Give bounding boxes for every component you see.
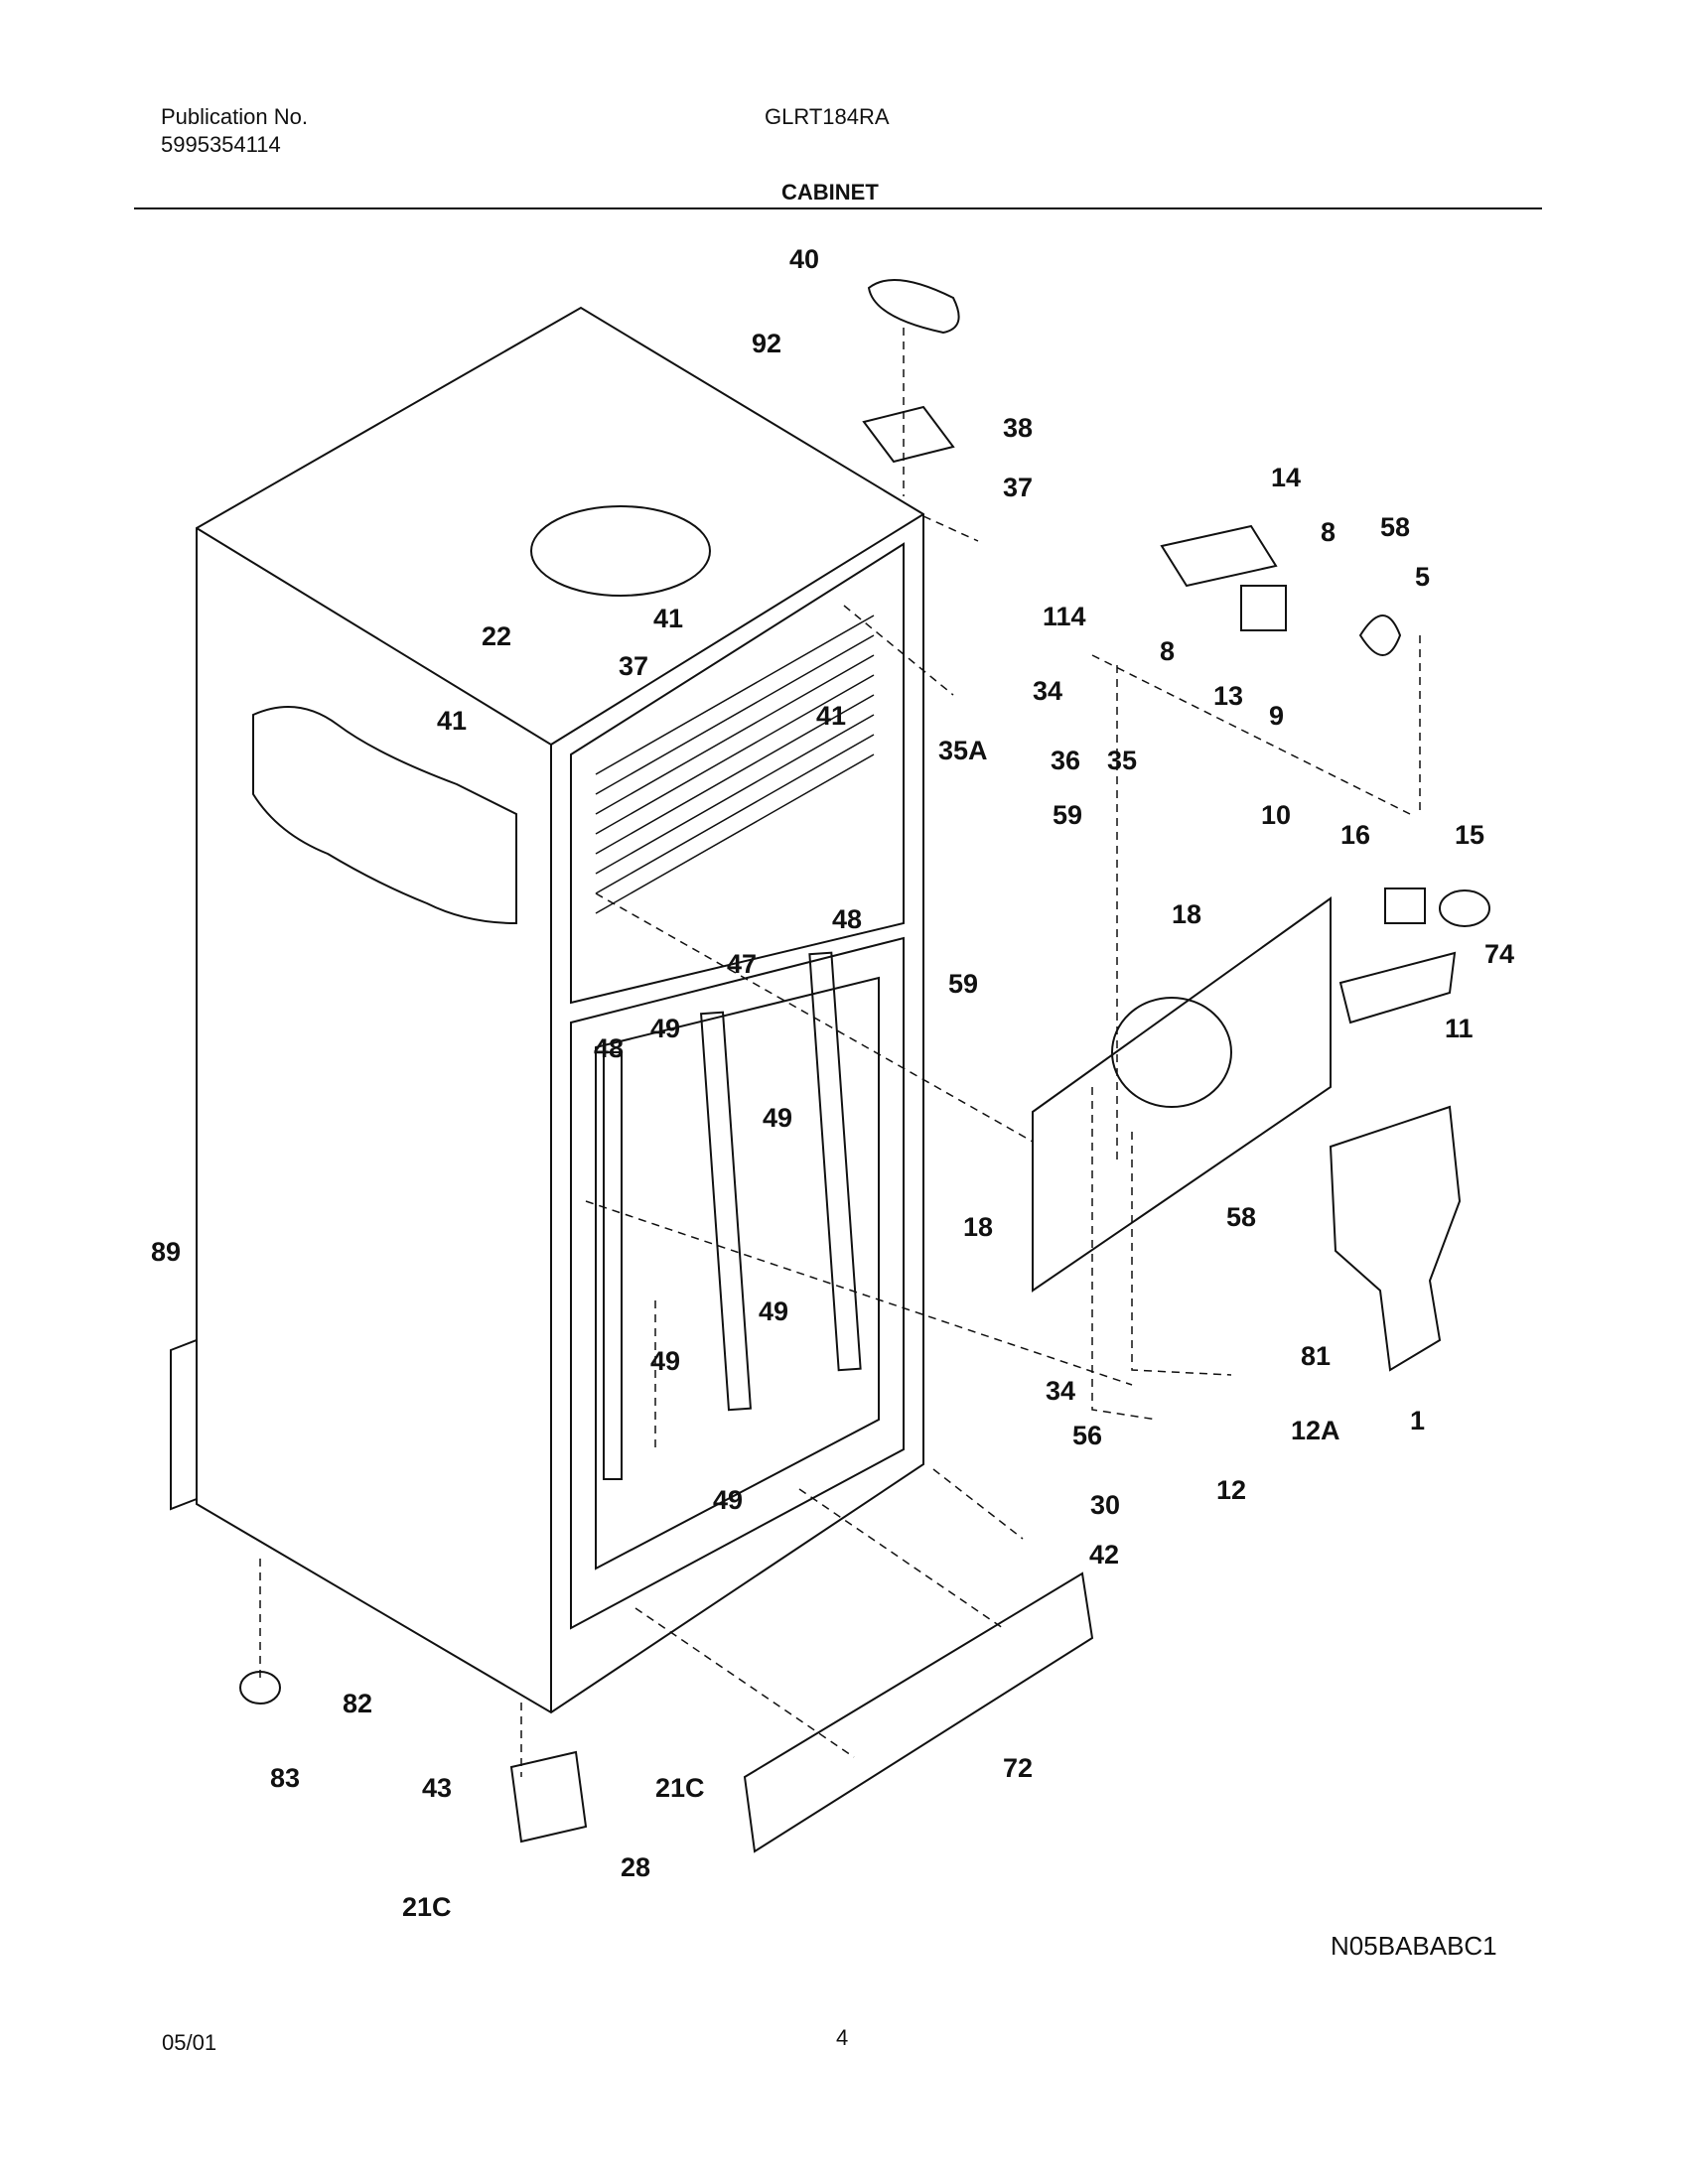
page-number: 4 (836, 2025, 849, 2050)
diagram-code: N05BABABC1 (1331, 1931, 1497, 1961)
callout-49: 49 (650, 1346, 680, 1376)
callout-43: 43 (422, 1773, 452, 1803)
callout-18: 18 (963, 1212, 993, 1242)
side-cutaway (252, 706, 517, 925)
callout-13: 13 (1213, 681, 1243, 711)
callout-9: 9 (1269, 701, 1284, 731)
callout-41: 41 (437, 706, 467, 736)
callout-35: 35 (1107, 746, 1137, 775)
top-hinge (862, 405, 955, 464)
callout-12A: 12A (1291, 1416, 1340, 1445)
publication-block: Publication No. 5995354114 (161, 103, 308, 159)
cover-fan-opening (1111, 997, 1232, 1108)
callout-114: 114 (1043, 602, 1086, 631)
callout-35A: 35A (938, 736, 988, 765)
header-rule (134, 207, 1542, 209)
callout-10: 10 (1261, 800, 1291, 830)
callout-11: 11 (1445, 1014, 1474, 1043)
fan-blade (1358, 614, 1402, 656)
shelf-support-48-right (808, 951, 862, 1372)
callout-37: 37 (1003, 473, 1033, 502)
callout-59: 59 (948, 969, 978, 999)
callout-8: 8 (1321, 517, 1336, 547)
freezer-opening (570, 542, 905, 1005)
callout-42: 42 (1089, 1540, 1119, 1570)
fresh-food-inner (595, 976, 880, 1570)
shelf-support-47 (700, 1011, 752, 1412)
callout-41: 41 (653, 604, 683, 633)
callout-56: 56 (1072, 1421, 1102, 1450)
shelf-support-48-left (603, 1051, 623, 1480)
model-number: GLRT184RA (765, 104, 890, 129)
callout-81: 81 (1301, 1341, 1331, 1371)
callout-28: 28 (621, 1852, 650, 1882)
toe-grille (743, 1571, 1094, 1853)
callout-5: 5 (1415, 562, 1430, 592)
bottom-hinge (509, 1750, 588, 1843)
callout-49: 49 (763, 1103, 792, 1133)
callout-41: 41 (816, 701, 846, 731)
bracket-89 (170, 1338, 198, 1511)
publication-number: 5995354114 (161, 132, 281, 157)
section-title: CABINET (781, 180, 879, 205)
fresh-food-opening (570, 936, 905, 1630)
freezer-ribs (595, 614, 875, 914)
callout-30: 30 (1090, 1490, 1120, 1520)
callout-49: 49 (713, 1485, 743, 1515)
top-cutaway (530, 505, 711, 597)
callout-15: 15 (1455, 820, 1484, 850)
callout-21C: 21C (655, 1773, 705, 1803)
callout-34: 34 (1046, 1376, 1075, 1406)
fan-motor (1240, 585, 1287, 631)
callout-48: 48 (832, 904, 862, 934)
callout-21C: 21C (402, 1892, 452, 1922)
light-socket (1384, 887, 1426, 924)
callout-37: 37 (619, 651, 648, 681)
callout-34: 34 (1033, 676, 1062, 706)
callout-38: 38 (1003, 413, 1033, 443)
callout-12: 12 (1216, 1475, 1246, 1505)
footer-date: 05/01 (162, 2030, 217, 2055)
publication-label: Publication No. (161, 104, 308, 129)
callout-18: 18 (1172, 899, 1201, 929)
callout-16: 16 (1340, 820, 1370, 850)
callout-14: 14 (1271, 463, 1301, 492)
callout-83: 83 (270, 1763, 300, 1793)
callout-40: 40 (789, 244, 819, 274)
callout-82: 82 (343, 1689, 372, 1718)
callout-22: 22 (482, 621, 511, 651)
callout-72: 72 (1003, 1753, 1033, 1783)
callout-48: 48 (594, 1033, 624, 1063)
assembly-lines (259, 328, 1421, 1777)
fan-bracket (1160, 524, 1278, 588)
hinge-cover (867, 279, 960, 335)
callout-1: 1 (1410, 1406, 1425, 1435)
callout-49: 49 (650, 1014, 680, 1043)
callout-89: 89 (151, 1237, 181, 1267)
callout-59: 59 (1053, 800, 1082, 830)
light-shield (1338, 951, 1457, 1024)
callout-58: 58 (1380, 512, 1410, 542)
front-frame (550, 513, 924, 1464)
callout-74: 74 (1484, 939, 1514, 969)
callout-36: 36 (1051, 746, 1080, 775)
callout-8: 8 (1160, 636, 1175, 666)
callout-92: 92 (752, 329, 781, 358)
evaporator-cover (1032, 896, 1332, 1293)
air-duct (1329, 1105, 1462, 1372)
callout-49: 49 (759, 1297, 788, 1326)
callout-47: 47 (727, 949, 757, 979)
callout-58: 58 (1226, 1202, 1256, 1232)
light-bulb (1439, 889, 1490, 927)
